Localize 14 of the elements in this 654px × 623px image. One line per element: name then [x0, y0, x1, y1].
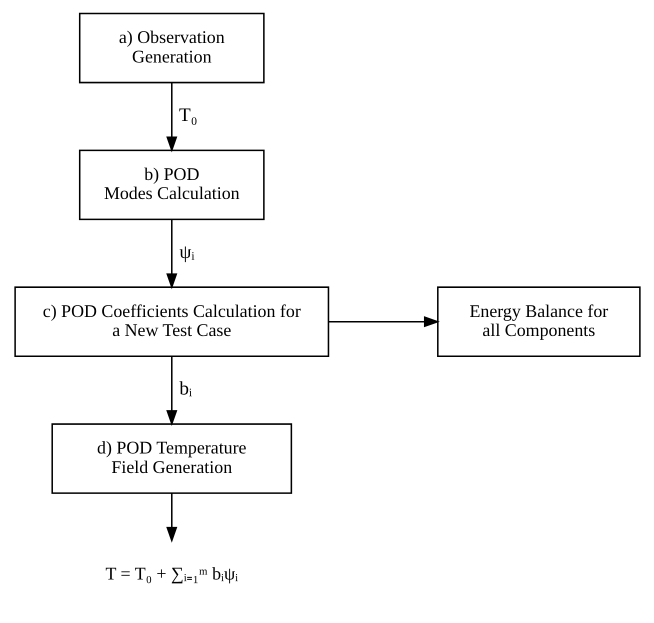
node-box: a) Observation Generation [78, 12, 264, 84]
node-box: c) POD Coefficients Calculation for a New Test Case [14, 286, 329, 358]
edge-label: T₀ [178, 104, 197, 126]
arrow [166, 82, 177, 152]
edge-label: bᵢ [178, 378, 192, 400]
arrow [328, 316, 440, 328]
node-box: d) POD Temperature Field Generation [50, 423, 292, 494]
arrow [166, 220, 177, 290]
node-text: T = T₀ + ∑ᵢ₌₁ᵐ bᵢψᵢ [104, 564, 238, 584]
arrow [166, 356, 177, 426]
edge-label: ψᵢ [178, 242, 194, 263]
node-box: b) POD Modes Calculation [78, 150, 264, 220]
arrow [166, 493, 177, 543]
node-box: Energy Balance for all Components [436, 286, 640, 358]
